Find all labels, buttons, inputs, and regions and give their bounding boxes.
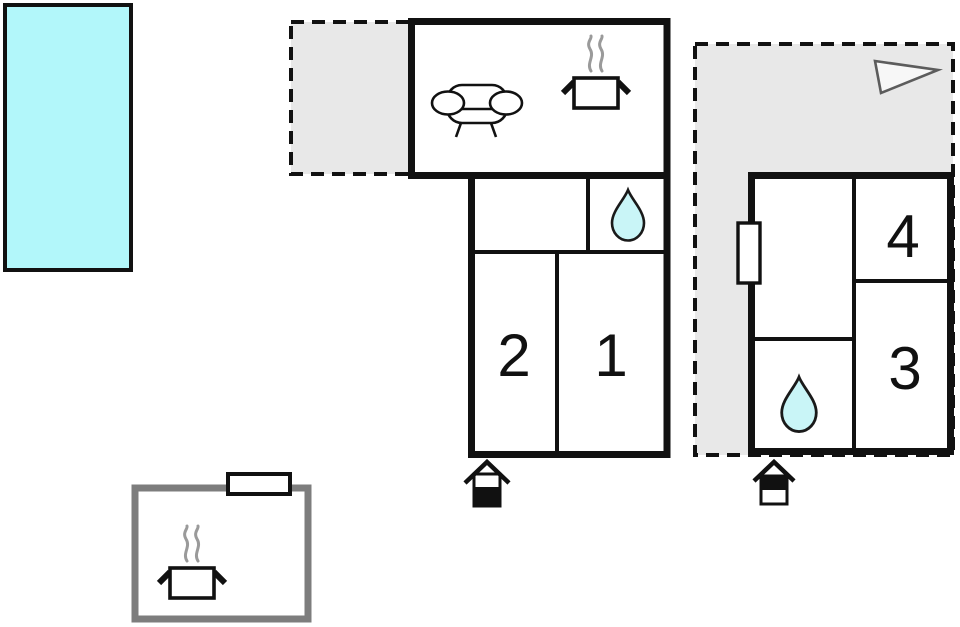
annex-building: 4 3 [736,172,954,455]
sofa-icon [430,83,524,138]
room-1-label: 1 [594,322,627,389]
outbuilding-outline [131,484,312,623]
terrace-main [289,20,412,176]
entrance-icon-annex [752,458,796,506]
swimming-pool [3,3,133,272]
outbuilding [131,472,312,623]
room-4-label: 4 [886,203,919,270]
room-3-label: 3 [888,335,921,402]
window-icon [226,472,292,496]
window-icon [736,221,762,285]
entrance-icon-main [463,458,511,508]
main-building: 2 1 [408,18,671,458]
flag-icon [873,59,943,95]
room-2-label: 2 [497,322,530,389]
